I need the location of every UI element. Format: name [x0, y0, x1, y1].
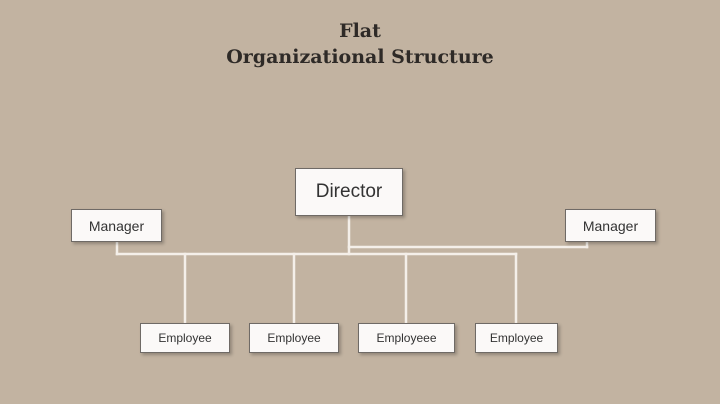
manager-right-box: Manager — [565, 209, 656, 242]
manager-left-box: Manager — [71, 209, 162, 242]
employee-box-3: Employeee — [358, 323, 455, 353]
employee-box-4: Employee — [475, 323, 558, 353]
director-box: Director — [295, 168, 403, 216]
slide-title-line1: Flat — [339, 20, 381, 42]
employee-box-2: Employee — [249, 323, 339, 353]
slide-title-line2: Organizational Structure — [226, 46, 494, 68]
employee-box-1: Employee — [140, 323, 230, 353]
